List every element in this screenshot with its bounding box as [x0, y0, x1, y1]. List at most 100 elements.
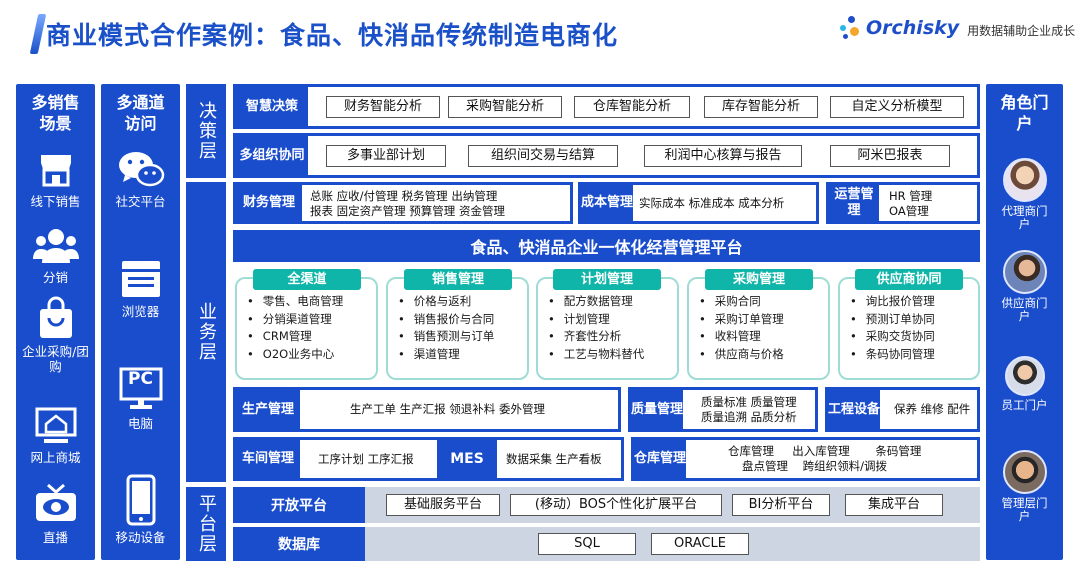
finance-label: 财务管理 [236, 185, 302, 221]
mobile-device-label: 移动设备 [115, 530, 166, 545]
custom-model-chip: 自定义分析模型 [830, 96, 964, 118]
supplier-collab-card: 询比报价管理 预测订单协同 采购交货协同 条码协同管理 [838, 277, 980, 380]
pc-icon: PC [118, 366, 164, 412]
planning-card-head: 计划管理 [553, 269, 661, 290]
sales-scenarios-heading: 多销售场景 [31, 93, 80, 133]
title-decoration [29, 14, 47, 54]
mes-text: 数据采集 生产看板 [506, 452, 602, 466]
bos-extension-chip: (移动）BOS个性化扩展平台 [510, 494, 722, 516]
division-plan-chip: 多事业部计划 [326, 145, 446, 167]
production-label: 生产管理 [236, 390, 300, 429]
integrated-platform-title: 食品、快消品企业一体化经营管理平台 [233, 230, 980, 262]
smart-decision-row: 智慧决策 财务智能分析 采购智能分析 仓库智能分析 库存智能分析 自定义分析模型 [233, 84, 980, 129]
card-item: 价格与返利 [398, 293, 527, 311]
integration-chip: 集成平台 [845, 494, 943, 516]
card-item: 零售、电商管理 [247, 293, 376, 311]
production-text: 生产工单 生产汇报 领退补料 委外管理 [350, 402, 545, 416]
logo-name: Orchisky [866, 17, 960, 39]
base-service-chip: 基础服务平台 [386, 494, 500, 516]
inventory-analysis-chip: 库存智能分析 [704, 96, 818, 118]
browser-label: 浏览器 [121, 304, 160, 319]
agent-portal-label: 代理商门户 [1001, 204, 1048, 231]
database-row: 数据库 SQL ORACLE [233, 527, 980, 561]
logo-slogan: 用数据辅助企业成长 [967, 23, 1076, 38]
supplier-portal-item: 供应商门户 [986, 250, 1063, 323]
card-item: 询比报价管理 [850, 293, 978, 311]
sales-card: 价格与返利 销售报价与合同 销售预测与订单 渠道管理 [386, 277, 529, 380]
quality-row: 质量管理 质量标准 质量管理 质量追溯 品质分析 [628, 387, 818, 432]
brand-logo: Orchisky 用数据辅助企业成长 [840, 16, 1075, 40]
enterprise-purchase-item: 企业采购/团购 [16, 296, 95, 374]
workshop-text: 工序计划 工序汇报 [318, 452, 414, 466]
logo-dots-icon [840, 16, 862, 40]
online-mall-label: 网上商城 [30, 450, 81, 465]
business-layer-text: 业务层 [196, 302, 217, 362]
management-portal-label: 管理层门户 [1001, 496, 1048, 523]
engineering-row: 工程设备 保养 维修 配件 [825, 387, 980, 432]
pc-label: 电脑 [127, 416, 153, 431]
online-mall-item: 网上商城 [16, 406, 95, 465]
supplier-portal-label: 供应商门户 [1001, 296, 1048, 323]
management-avatar [1002, 450, 1047, 494]
employee-portal-label: 员工门户 [1001, 398, 1048, 412]
wechat-icon [117, 150, 165, 190]
card-item: 采购订单管理 [699, 311, 828, 329]
card-item: 采购交货协同 [850, 328, 978, 346]
warehouse-analysis-chip: 仓库智能分析 [574, 96, 690, 118]
multi-org-row: 多组织协同 多事业部计划 组织间交易与结算 利润中心核算与报告 阿米巴报表 [233, 133, 980, 178]
warehouse-row: 仓库管理 仓库管理 出入库管理 条码管理 盘点管理 跨组织领料/调拨 [631, 437, 980, 481]
pc-text: PC [128, 369, 153, 389]
role-portal-heading: 角色门户 [1000, 93, 1049, 133]
offline-sales-label: 线下销售 [30, 194, 81, 209]
warehouse-label: 仓库管理 [634, 440, 686, 478]
tv-eye-icon [33, 482, 79, 526]
card-item: 配方数据管理 [548, 293, 677, 311]
card-item: 收料管理 [699, 328, 828, 346]
card-item: 渠道管理 [398, 346, 527, 364]
browser-icon [119, 258, 163, 300]
mes-label: MES [437, 440, 497, 478]
employee-portal-item: 员工门户 [986, 356, 1063, 412]
card-item: CRM管理 [247, 328, 376, 346]
open-platform-label: 开放平台 [233, 487, 365, 523]
card-item: 供应商与价格 [699, 346, 828, 364]
sales-scenarios-column: 多销售场景 线下销售 分销 企业采购/团购 网上商城 直播 [16, 84, 95, 560]
card-item: 分销渠道管理 [247, 311, 376, 329]
quality-label: 质量管理 [631, 390, 683, 429]
decision-layer-label: 决策层 [186, 84, 226, 178]
warehouse-line-1: 仓库管理 出入库管理 条码管理 [728, 444, 922, 458]
engineering-text: 保养 维修 配件 [894, 402, 971, 416]
workshop-row: 车间管理 工序计划 工序汇报 MES 数据采集 生产看板 [233, 437, 624, 481]
production-row: 生产管理 生产工单 生产汇报 领退补料 委外管理 [233, 387, 621, 432]
platform-layer-text: 平台层 [196, 494, 217, 554]
social-platform-item: 社交平台 [101, 150, 180, 209]
social-platform-label: 社交平台 [115, 194, 166, 209]
distribution-item: 分销 [16, 226, 95, 285]
finance-line-2: 报表 固定资产管理 预算管理 资金管理 [310, 204, 505, 218]
enterprise-purchase-label: 企业采购/团购 [22, 344, 89, 374]
mobile-icon [125, 474, 157, 526]
purchasing-card: 采购合同 采购订单管理 收料管理 供应商与价格 [687, 277, 830, 380]
card-item: 齐套性分析 [548, 328, 677, 346]
smart-decision-label: 智慧决策 [236, 87, 308, 126]
ops-label: 运营管理 [829, 185, 879, 221]
oa-text: OA管理 [889, 204, 929, 218]
supplier-collab-card-head: 供应商协同 [855, 269, 963, 290]
home-monitor-icon [34, 406, 78, 446]
cost-row: 成本管理 实际成本 标准成本 成本分析 [578, 182, 819, 224]
storefront-icon [36, 150, 76, 190]
sql-chip: SQL [538, 533, 636, 555]
management-portal-item: 管理层门户 [986, 450, 1063, 523]
browser-item: 浏览器 [101, 258, 180, 319]
agent-portal-item: 代理商门户 [986, 158, 1063, 231]
sales-card-head: 销售管理 [404, 269, 512, 290]
workshop-label: 车间管理 [236, 440, 300, 478]
employee-avatar [1004, 356, 1045, 396]
livestream-label: 直播 [42, 530, 68, 545]
platform-layer-label: 平台层 [186, 487, 226, 561]
business-layer-label: 业务层 [186, 182, 226, 482]
livestream-item: 直播 [16, 482, 95, 545]
open-platform-row: 开放平台 基础服务平台 (移动）BOS个性化扩展平台 BI分析平台 集成平台 [233, 487, 980, 523]
finance-analysis-chip: 财务智能分析 [326, 96, 440, 118]
card-item: 销售预测与订单 [398, 328, 527, 346]
